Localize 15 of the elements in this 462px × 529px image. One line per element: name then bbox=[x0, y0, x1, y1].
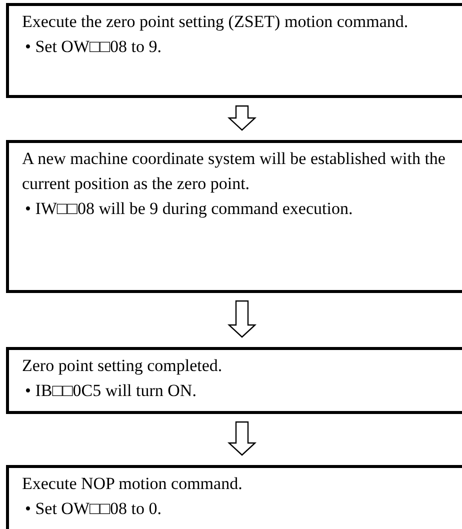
step-description: Zero point setting completed. bbox=[22, 355, 224, 377]
flow-arrow bbox=[227, 105, 257, 131]
step-description: A new machine coordinate system will be established with the current position as the zero point. bbox=[22, 148, 446, 195]
flow-arrow bbox=[227, 421, 257, 456]
step-detail: • IW□□08 will be 9 during command execution. bbox=[25, 198, 354, 220]
step-box bbox=[6, 465, 462, 529]
step-description: Execute NOP motion command. bbox=[22, 473, 244, 495]
step-box bbox=[6, 140, 462, 293]
step-detail: • IB□□0C5 will turn ON. bbox=[25, 380, 198, 402]
flow-arrow bbox=[227, 300, 257, 338]
step-detail: • Set OW□□08 to 9. bbox=[25, 36, 163, 58]
step-detail: • Set OW□□08 to 0. bbox=[25, 498, 163, 520]
step-description: Execute the zero point setting (ZSET) motion command. bbox=[22, 11, 410, 33]
step-box bbox=[6, 3, 462, 98]
step-box bbox=[6, 347, 462, 414]
